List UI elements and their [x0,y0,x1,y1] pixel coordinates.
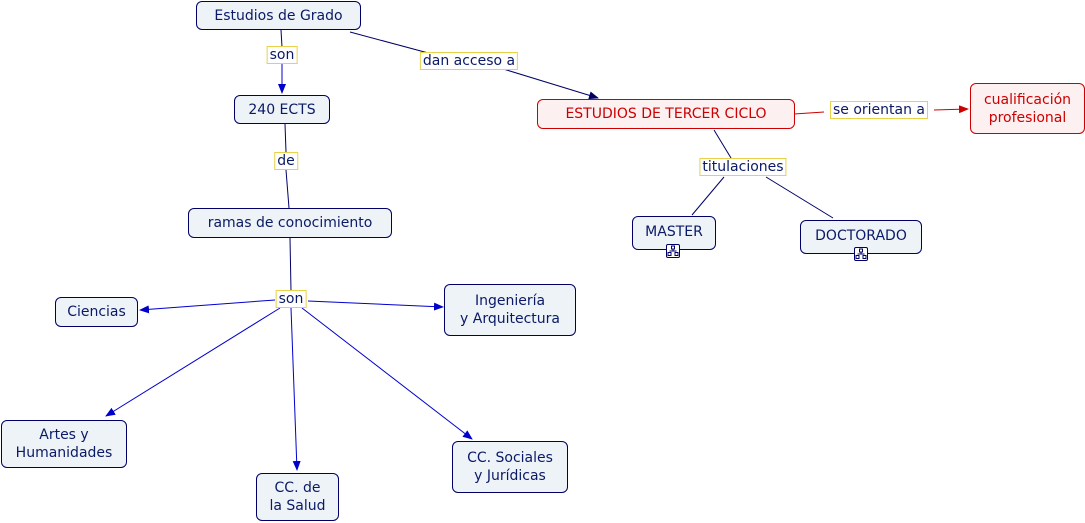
node-ciencias[interactable]: Ciencias [55,297,138,327]
node-ingenieria-arquitectura[interactable]: Ingeniería y Arquitectura [444,284,576,336]
node-cc-sociales-juridicas[interactable]: CC. Sociales y Jurídicas [452,441,568,493]
node-cualificacion-profesional[interactable]: cualificación profesional [970,83,1085,134]
node-estudios-tercer-ciclo[interactable]: ESTUDIOS DE TERCER CICLO [537,99,795,129]
link-label-titulaciones: titulaciones [699,158,787,176]
link-label-son: son [266,46,298,64]
link-label-se-orientan-a: se orientan a [829,101,929,119]
node-240-ects[interactable]: 240 ECTS [234,95,330,124]
node-artes-humanidades[interactable]: Artes y Humanidades [1,420,127,468]
link-label-dan-acceso-a: dan acceso a [419,52,519,70]
edge-son-salud [290,307,301,471]
edge-son-ingenieria [307,300,444,311]
edge-titulaciones-master [691,176,725,216]
edge-son-ciencias [139,299,276,314]
link-label-son-ramas: son [275,290,307,308]
edge-tercer-orientan [793,111,825,115]
edge-son-sociales [301,307,473,440]
edge-de-ramas [285,169,290,209]
node-ramas-conocimiento[interactable]: ramas de conocimiento [188,208,392,238]
edge-titulaciones-doctorado [765,176,834,219]
submap-icon[interactable] [854,247,868,261]
edge-grado-son [280,29,283,48]
edge-ects-de [284,123,287,153]
edge-orientan-cualif [933,105,969,114]
edge-acceso-tercer [499,67,599,100]
link-label-de: de [274,152,298,170]
edge-son-artes [105,307,281,417]
node-estudios-grado[interactable]: Estudios de Grado [196,1,361,30]
node-cc-salud[interactable]: CC. de la Salud [256,473,339,521]
edge-tercer-titulaciones [713,129,732,159]
edge-ramas-son [289,237,292,292]
edge-grado-acceso [349,31,433,55]
submap-icon[interactable] [666,244,680,258]
